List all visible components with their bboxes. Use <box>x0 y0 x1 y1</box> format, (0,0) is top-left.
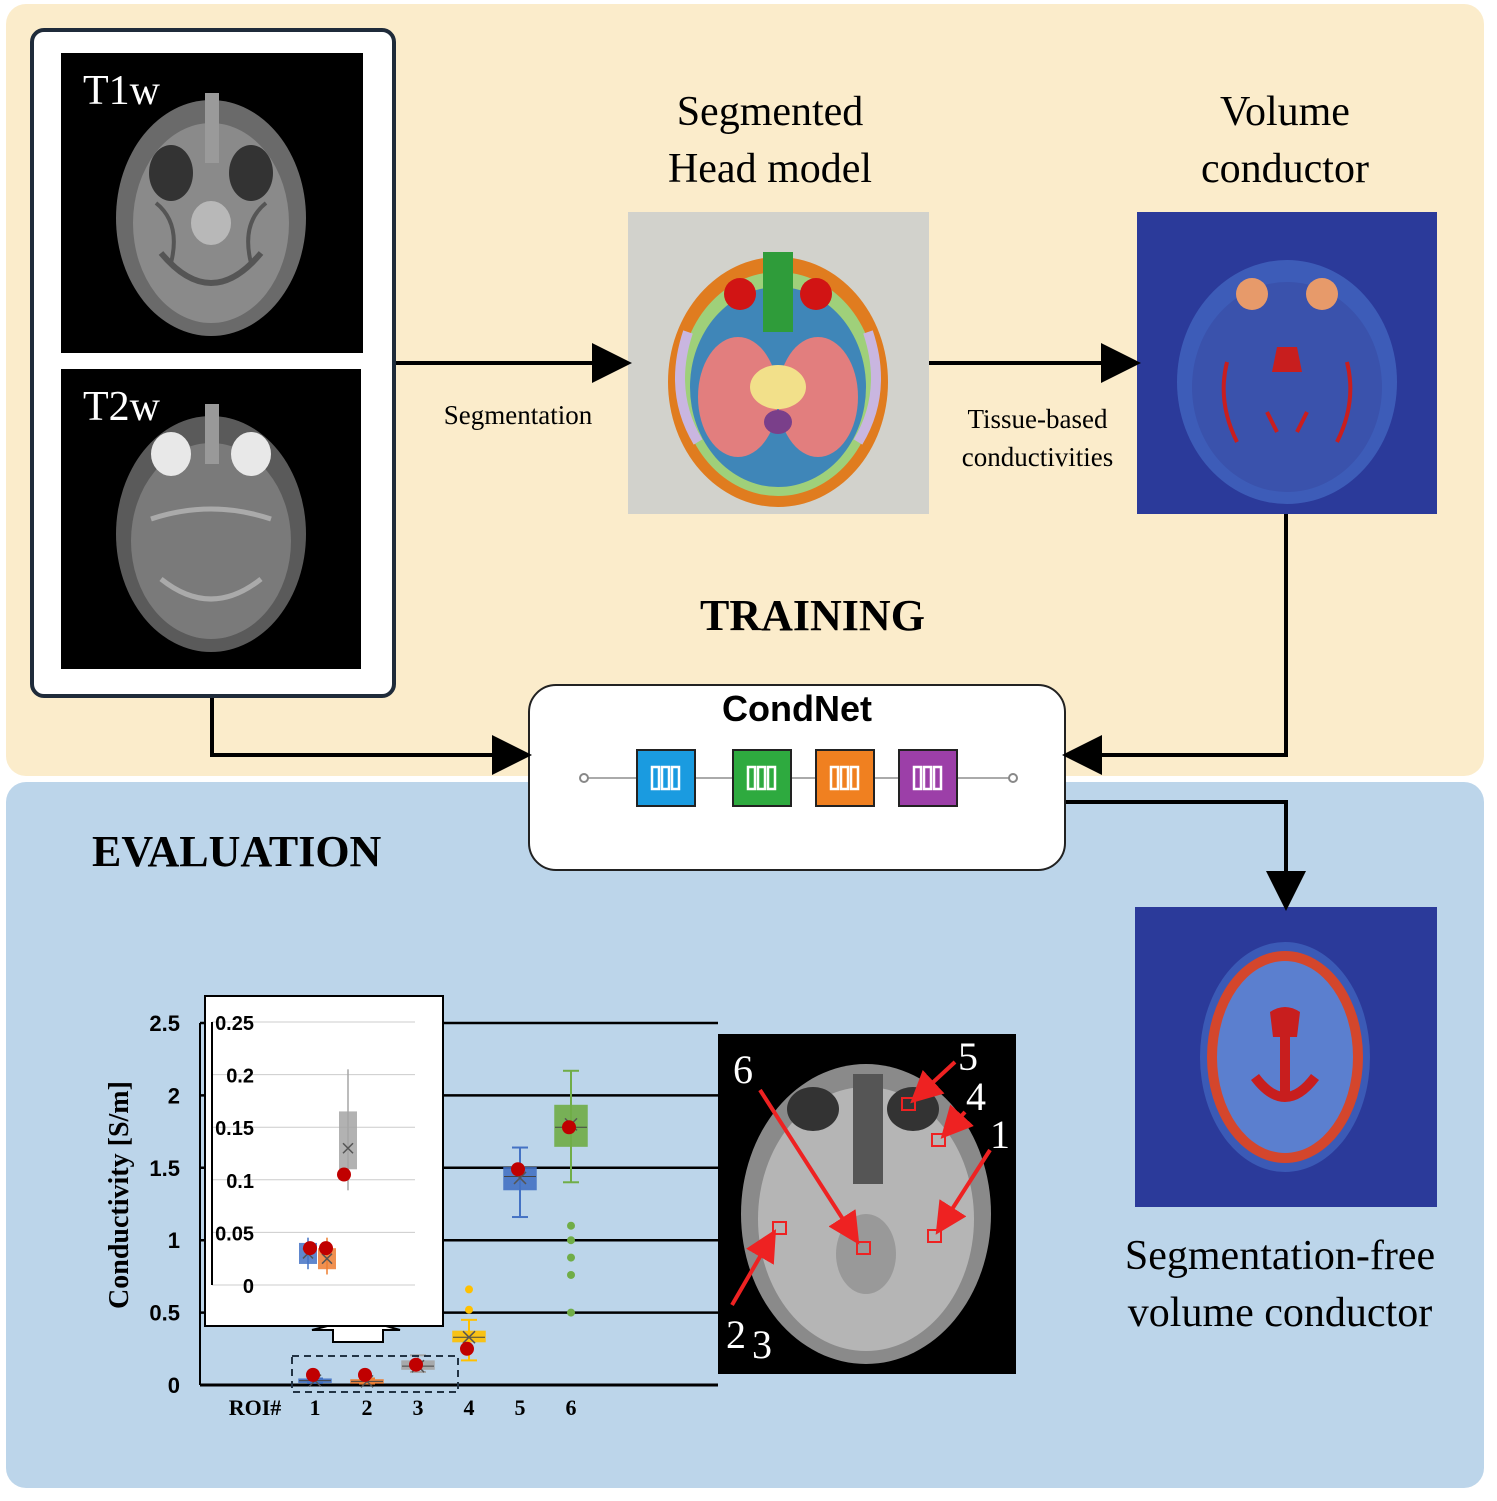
outlier <box>465 1305 473 1314</box>
roi-4-square <box>931 1133 946 1147</box>
box-roi-4 <box>452 1285 486 1362</box>
inset-ytick-0.1: 0.1 <box>226 1171 254 1193</box>
t1w-brain-icon <box>116 93 306 336</box>
xtick-2: 2 <box>362 1395 373 1420</box>
tissue-label-line1: Tissue-based <box>967 404 1108 434</box>
inset-chart: 0 0.05 0.1 0.15 0.2 0.25 <box>204 995 444 1327</box>
volume-title-line1: Volume <box>1220 89 1350 135</box>
arrow-condnet-to-output <box>1066 800 1306 911</box>
roi-annotations: 5 4 1 6 2 3 <box>726 1034 1010 1367</box>
roi-label-5: 5 <box>958 1034 978 1079</box>
roi-label-4: 4 <box>966 1074 986 1119</box>
volume-conductor-image <box>1137 212 1437 514</box>
roi-1-square <box>927 1229 942 1243</box>
segmented-title-line2: Head model <box>667 146 873 192</box>
reference-dot-roi-5 <box>511 1162 525 1177</box>
reference-dot-roi-2 <box>358 1367 372 1382</box>
outlier <box>567 1236 575 1245</box>
reference-dot-roi-6 <box>562 1120 576 1135</box>
xtick-4: 4 <box>464 1395 475 1420</box>
segmented-brain-icon <box>668 252 888 507</box>
segmentation-free-title: Segmentation-free volume conductor <box>1095 1228 1465 1342</box>
box-roi-5 <box>503 1146 537 1219</box>
outlier <box>567 1308 575 1317</box>
chart-ylabel: Conductivity [S/m] <box>104 1081 135 1309</box>
roi-1-arrow <box>935 1148 992 1235</box>
t1w-image: T1w <box>61 53 363 353</box>
reference-dot-roi-4 <box>460 1341 474 1356</box>
outlier <box>567 1253 575 1262</box>
tissue-conductivities-label: Tissue-based conductivities <box>935 400 1140 476</box>
chart-xlabel: ROI# <box>229 1395 282 1420</box>
roi-5-square <box>901 1097 916 1111</box>
zoom-region <box>291 1355 459 1393</box>
roi-label-6: 6 <box>733 1047 753 1092</box>
inset-ytick-0.2: 0.2 <box>226 1066 254 1088</box>
condnet-title: CondNet <box>722 688 872 729</box>
segmentation-label: Segmentation <box>443 400 593 430</box>
t2w-image: T2w <box>61 369 361 669</box>
inset-ytick-0.05: 0.05 <box>215 1223 254 1245</box>
ytick-1.5: 1.5 <box>149 1156 180 1181</box>
roi-brain-icon <box>741 1064 991 1364</box>
inset-ytick-0: 0 <box>243 1276 254 1298</box>
roi-4-arrow <box>940 1104 974 1139</box>
reference-dot-roi-1 <box>306 1367 320 1382</box>
roi-mri-image <box>718 1034 1016 1374</box>
roi-2-square <box>772 1221 787 1235</box>
xtick-6: 6 <box>566 1395 577 1420</box>
xtick-3: 3 <box>413 1395 424 1420</box>
xtick-5: 5 <box>515 1395 526 1420</box>
xtick-1: 1 <box>310 1395 321 1420</box>
inset-reference-dot-1 <box>303 1241 317 1256</box>
outlier <box>567 1221 575 1230</box>
t2w-label: T2w <box>83 384 160 430</box>
ytick-0: 0 <box>168 1373 180 1398</box>
volume-title-line2: conductor <box>1201 146 1369 192</box>
ytick-0.5: 0.5 <box>149 1301 180 1326</box>
arrow-input-to-condnet <box>210 698 532 775</box>
ytick-2.5: 2.5 <box>149 1011 180 1036</box>
reference-dot-roi-3 <box>409 1357 423 1372</box>
segmentation-free-brain-icon <box>1200 942 1370 1172</box>
inset-ytick-0.25: 0.25 <box>215 1013 254 1035</box>
training-heading: TRAINING <box>700 591 925 640</box>
inset-reference-dot-2 <box>319 1241 333 1256</box>
segmentation-free-volume-image <box>1135 907 1437 1207</box>
output-line1: Segmentation-free <box>1124 1233 1436 1279</box>
segmented-title: Segmented Head model <box>600 84 940 198</box>
box-roi-6 <box>554 1069 588 1317</box>
roi-label-2: 2 <box>726 1312 746 1357</box>
ytick-2: 2 <box>168 1083 180 1108</box>
segmented-title-line1: Segmented <box>676 89 864 135</box>
t2w-brain-icon <box>116 404 306 652</box>
roi-6-square <box>856 1241 871 1255</box>
inset-ytick-0.15: 0.15 <box>215 1118 254 1140</box>
ytick-1: 1 <box>168 1228 180 1253</box>
volume-brain-icon <box>1177 260 1397 504</box>
roi-6-arrow <box>758 1088 860 1245</box>
outlier <box>567 1270 575 1279</box>
t1w-label: T1w <box>83 68 160 114</box>
chart-ylabel-wrap: Conductivity [S/m] <box>60 1065 180 1325</box>
tissue-label-line2: conductivities <box>961 442 1114 472</box>
roi-label-3: 3 <box>752 1322 772 1367</box>
inset-reference-dot-3 <box>337 1167 351 1182</box>
roi-label-1: 1 <box>990 1112 1010 1157</box>
output-line2: volume conductor <box>1127 1290 1433 1336</box>
roi-5-arrow <box>910 1060 957 1104</box>
roi-2-arrow <box>730 1229 777 1307</box>
outlier <box>465 1285 473 1294</box>
evaluation-heading: EVALUATION <box>92 827 382 876</box>
segmented-head-image <box>628 212 929 514</box>
volume-title: Volume conductor <box>1130 84 1440 198</box>
arrow-volume-to-condnet <box>1062 514 1288 775</box>
